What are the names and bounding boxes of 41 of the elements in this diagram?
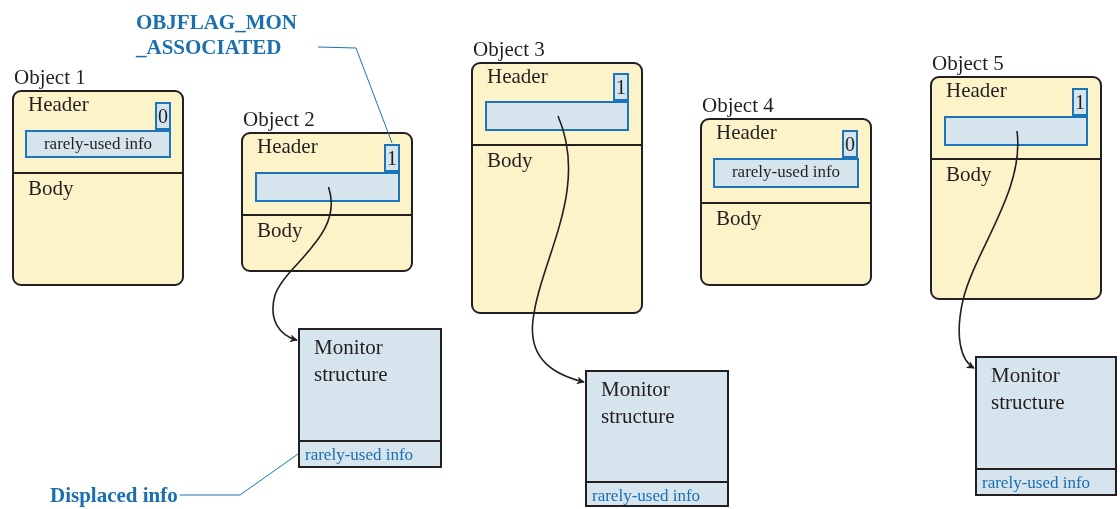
- monitor-box: [298, 328, 442, 468]
- info-field: rarely-used info: [25, 130, 171, 158]
- section-label: Header: [487, 64, 548, 89]
- section-label: Body: [28, 176, 74, 201]
- section-label: Header: [257, 134, 318, 159]
- info-field: rarely-used info: [713, 158, 859, 188]
- pointer-field: [255, 172, 400, 202]
- object-label: Object 2: [243, 107, 315, 132]
- callout-label: OBJFLAG_MON _ASSOCIATED: [136, 10, 316, 60]
- flag-box: 0: [842, 130, 858, 158]
- monitor-label: Monitor structure: [314, 334, 389, 388]
- arrow: [272, 186, 332, 342]
- section-label: Body: [946, 162, 992, 187]
- object-label: Object 5: [932, 51, 1004, 76]
- pointer-field: [944, 116, 1088, 146]
- section-label: Header: [946, 78, 1007, 103]
- monitor-label: Monitor structure: [601, 376, 676, 430]
- arrow: [958, 130, 1019, 369]
- monitor-box: [585, 370, 729, 507]
- section-label: Body: [487, 148, 533, 173]
- flag-box: 1: [384, 144, 400, 172]
- flag-box: 0: [155, 102, 171, 130]
- section-label: Header: [28, 92, 89, 117]
- section-label: Body: [716, 206, 762, 231]
- info-field: rarely-used info: [975, 468, 1117, 496]
- section-label: Header: [716, 120, 777, 145]
- leader-line: [179, 453, 299, 496]
- object-label: Object 1: [14, 65, 86, 90]
- info-field: rarely-used info: [298, 440, 442, 468]
- flag-box: 1: [1072, 88, 1088, 116]
- object-label: Object 4: [702, 93, 774, 118]
- section-label: Body: [257, 218, 303, 243]
- monitor-box: [975, 356, 1117, 496]
- object-label: Object 3: [473, 37, 545, 62]
- monitor-label: Monitor structure: [991, 362, 1066, 416]
- pointer-field: [485, 101, 629, 131]
- info-field: rarely-used info: [585, 481, 729, 507]
- callout-label: Displaced info: [50, 483, 178, 508]
- flag-box: 1: [613, 73, 629, 101]
- leader-line: [317, 46, 393, 144]
- arrow: [531, 115, 585, 384]
